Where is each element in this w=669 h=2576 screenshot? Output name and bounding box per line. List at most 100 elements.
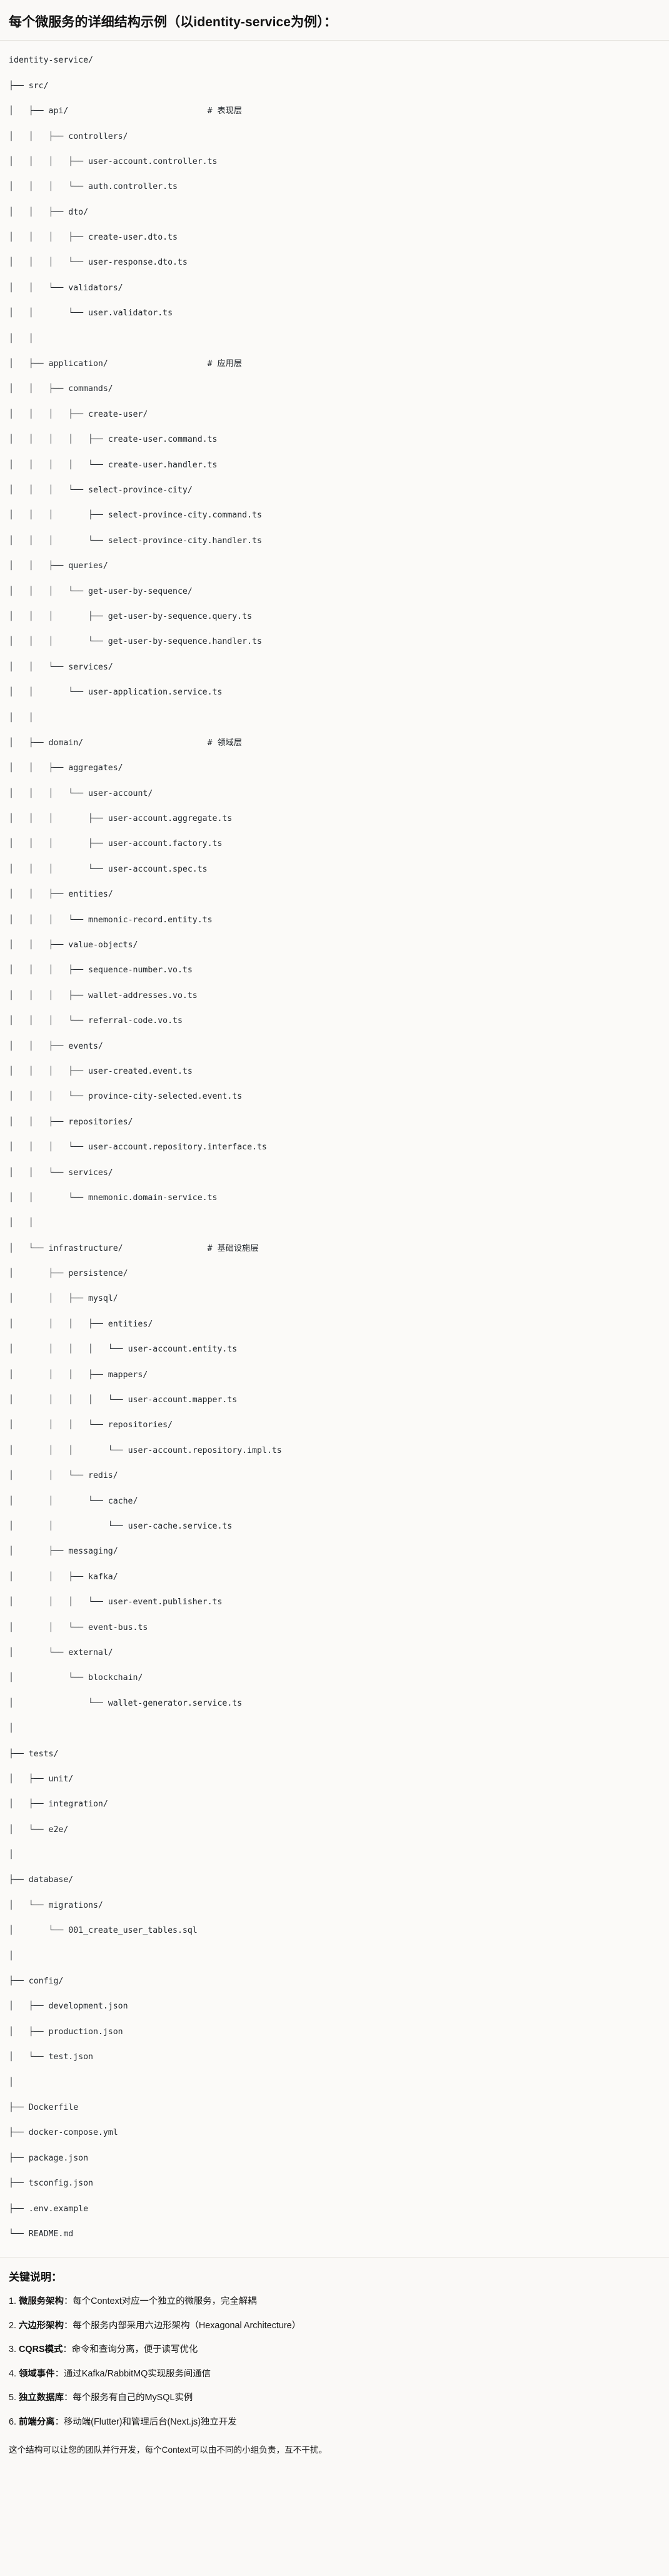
- tree-branch-glyph: │ │ │ └──: [9, 1420, 108, 1430]
- tree-branch-glyph: ├──: [9, 81, 29, 91]
- key-note-term: CQRS模式: [19, 2344, 63, 2355]
- tree-row: │ ├── domain/ # 领域层: [9, 737, 660, 750]
- tree-branch-glyph: │ │ │ ├──: [9, 409, 89, 419]
- tree-row: │ │ │ └── user-response.dto.ts: [9, 257, 660, 269]
- tree-row: │ ├── production.json: [9, 2026, 660, 2039]
- key-note-description: 通过Kafka/RabbitMQ实现服务间通信: [63, 2368, 211, 2379]
- tree-node-label: user-account.spec.ts: [108, 864, 208, 874]
- tree-branch-glyph: │ │ │ ├──: [9, 156, 89, 166]
- tree-branch-glyph: │ │ └──: [9, 1496, 108, 1506]
- tree-row: ├── config/: [9, 1975, 660, 1988]
- tree-row: │ │ │ ├── entities/: [9, 1318, 660, 1331]
- tree-node-label: select-province-city.handler.ts: [108, 536, 262, 546]
- tree-branch-glyph: │ └──: [9, 1825, 49, 1835]
- tree-layer-comment: # 基础设施层: [207, 1243, 259, 1253]
- tree-branch-glyph: │: [9, 2077, 14, 2087]
- tree-node-label: database/: [28, 1875, 74, 1885]
- tree-node-label: e2e/: [48, 1825, 69, 1835]
- tree-row: │ │ └── user-application.service.ts: [9, 686, 660, 699]
- tree-node-label: kafka/: [88, 1572, 118, 1582]
- tree-row: │ │ ├── repositories/: [9, 1116, 660, 1129]
- tree-row: │ │ │ ├── user-account.controller.ts: [9, 156, 660, 168]
- tree-node-label: cache/: [108, 1496, 138, 1506]
- tree-node-label: dto/: [68, 207, 89, 217]
- key-note-item: 2. 六边形架构：每个服务内部采用六边形架构（Hexagonal Archite…: [9, 2319, 660, 2333]
- tree-branch-glyph: │: [9, 1951, 14, 1961]
- tree-row: │ │ │ │ └── user-account.entity.ts: [9, 1343, 660, 1356]
- tree-row: │ │ │ └── auth.controller.ts: [9, 181, 660, 193]
- tree-row: │ │ │ ├── create-user/: [9, 409, 660, 421]
- tree-node-label: user-cache.service.ts: [128, 1522, 233, 1531]
- tree-row: │ │ └── mnemonic.domain-service.ts: [9, 1192, 660, 1204]
- key-note-item: 1. 微服务架构：每个Context对应一个独立的微服务，完全解耦: [9, 2295, 660, 2309]
- tree-branch-glyph: ├──: [9, 2153, 29, 2163]
- tree-row: │ │ │ ├── wallet-addresses.vo.ts: [9, 990, 660, 1002]
- tree-node-label: select-province-city/: [88, 485, 193, 495]
- tree-branch-glyph: │ │ └──: [9, 688, 89, 698]
- tree-branch-glyph: │ │ ├──: [9, 1117, 69, 1127]
- tree-branch-glyph: │ │ ├──: [9, 940, 69, 950]
- tree-branch-glyph: │ │ │ │ ├──: [9, 435, 108, 445]
- tree-layer-comment: # 应用层: [207, 359, 243, 369]
- tree-node-label: validators/: [68, 283, 123, 293]
- tree-node-label: get-user-by-sequence.handler.ts: [108, 637, 262, 647]
- key-note-separator: ：: [54, 2368, 64, 2379]
- tree-node-label: development.json: [48, 2002, 128, 2012]
- tree-branch-glyph: │ │ │ ├──: [9, 233, 89, 243]
- tree-branch-glyph: │ │ ├──: [9, 131, 69, 141]
- tree-row: │ │ │ └── user-account.repository.impl.t…: [9, 1445, 660, 1457]
- tree-node-label: entities/: [108, 1319, 153, 1329]
- tree-node-label: redis/: [88, 1471, 118, 1481]
- tree-row: │ │ │ │ ├── create-user.command.ts: [9, 434, 660, 446]
- tree-branch-glyph: │ │ ├──: [9, 763, 69, 773]
- tree-node-label: event-bus.ts: [88, 1622, 148, 1632]
- tree-row: │ │ │ ├── user-created.event.ts: [9, 1066, 660, 1078]
- tree-row: │ │ └── event-bus.ts: [9, 1622, 660, 1634]
- tree-node-label: aggregates/: [68, 763, 123, 773]
- tree-branch-glyph: │ │ └──: [9, 308, 89, 318]
- tree-row: │ │ ├── entities/: [9, 888, 660, 901]
- key-note-separator: ：: [63, 2296, 73, 2306]
- tree-node-label: create-user.command.ts: [108, 435, 218, 445]
- tree-row: │ ├── integration/: [9, 1798, 660, 1811]
- key-note-number: 1.: [9, 2296, 19, 2306]
- tree-row: │ ├── messaging/: [9, 1545, 660, 1558]
- tree-row: │ │ └── cache/: [9, 1495, 660, 1508]
- tree-branch-glyph: ├──: [9, 2102, 29, 2112]
- tree-row: ├── .env.example: [9, 2203, 660, 2216]
- tree-node-label: mappers/: [108, 1370, 148, 1380]
- tree-node-label: user-account.factory.ts: [108, 839, 223, 849]
- tree-comment-spacer: [68, 106, 207, 116]
- page-title: 每个微服务的详细结构示例（以identity-service为例）：: [9, 15, 337, 29]
- tree-comment-spacer: [83, 738, 208, 748]
- tree-branch-glyph: │ │ │ ├──: [9, 511, 108, 521]
- tree-row: │: [9, 1849, 660, 1861]
- tree-branch-glyph: │ │ │ └──: [9, 1092, 89, 1102]
- tree-branch-glyph: │ │ └──: [9, 662, 69, 672]
- tree-layer-comment: # 表现层: [207, 106, 243, 116]
- tree-row: │ │ │ │ └── create-user.handler.ts: [9, 459, 660, 472]
- tree-branch-glyph: │ └──: [9, 1926, 69, 1936]
- key-notes-title: 关键说明：: [9, 2271, 62, 2284]
- tree-branch-glyph: │ │ │ ├──: [9, 1370, 108, 1380]
- tree-branch-glyph: │ │ │ │ └──: [9, 460, 108, 470]
- key-note-number: 6.: [9, 2416, 19, 2427]
- tree-node-label: unit/: [48, 1774, 74, 1784]
- tree-branch-glyph: │ │ │ ├──: [9, 1319, 108, 1329]
- tree-branch-glyph: ├──: [9, 2128, 29, 2138]
- key-note-separator: ：: [63, 2344, 72, 2355]
- tree-node-label: user-account.aggregate.ts: [108, 814, 233, 824]
- tree-row: │ │ │ ├── select-province-city.command.t…: [9, 509, 660, 522]
- key-notes-list: 1. 微服务架构：每个Context对应一个独立的微服务，完全解耦 2. 六边形架…: [9, 2295, 660, 2430]
- tree-row: │ │ │ │ └── user-account.mapper.ts: [9, 1394, 660, 1407]
- key-note-separator: ：: [63, 2393, 73, 2403]
- tree-branch-glyph: │ │ ├──: [9, 1572, 89, 1582]
- tree-row: │: [9, 1723, 660, 1735]
- tree-row: ├── tests/: [9, 1748, 660, 1761]
- tree-node-label: get-user-by-sequence/: [88, 586, 193, 596]
- tree-row: │ │ │ └── get-user-by-sequence.handler.t…: [9, 636, 660, 648]
- tree-row: │ └── wallet-generator.service.ts: [9, 1698, 660, 1710]
- tree-node-label: value-objects/: [68, 940, 138, 950]
- tree-branch-glyph: │ │ ├──: [9, 207, 69, 217]
- key-note-number: 3.: [9, 2344, 19, 2355]
